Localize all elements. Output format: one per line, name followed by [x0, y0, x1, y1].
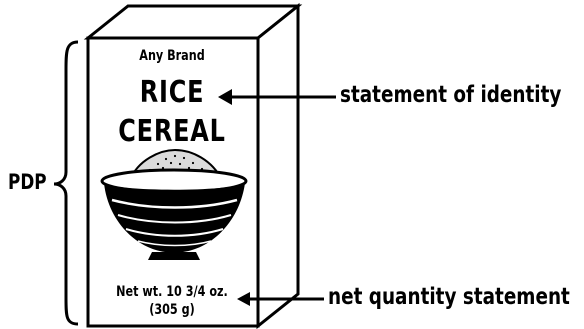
net-weight-line1: Net wt. 10 3/4 oz. [103, 285, 241, 299]
product-name-line2: CEREAL [100, 117, 244, 147]
statement-of-identity-label: statement of identity [340, 84, 561, 107]
box-side-face [258, 6, 298, 326]
net-weight-line2: (305 g) [103, 303, 241, 317]
pdp-label: PDP [8, 172, 47, 193]
product-name-line1: RICE [100, 78, 244, 108]
brand-name: Any Brand [108, 49, 236, 63]
net-quantity-statement-label: net quantity statement [328, 286, 570, 309]
pdp-brace [54, 42, 78, 324]
